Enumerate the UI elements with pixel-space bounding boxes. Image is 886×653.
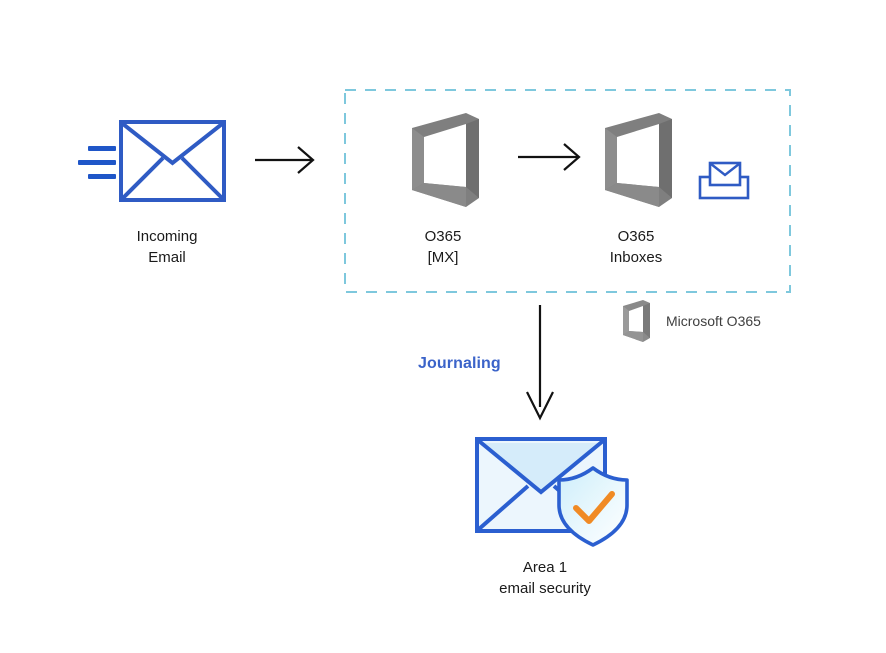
label-incoming-email: Incoming Email [136, 228, 198, 266]
legend-label-microsoft-o365: Microsoft O365 [666, 313, 761, 329]
label-o365-mx: O365 [MX] [424, 228, 462, 266]
label-area1-email-security: Area 1 email security [499, 559, 591, 597]
inbox-tray-icon [698, 161, 750, 200]
o365-boundary-group [344, 89, 791, 293]
arrow-inboxes-to-area1 [526, 305, 554, 421]
envelope-icon [119, 120, 226, 202]
shielded-envelope-icon [475, 437, 629, 547]
edge-label-journaling: Journaling [418, 355, 501, 372]
shield-check-icon [557, 466, 629, 547]
motion-lines-icon [78, 146, 116, 179]
office-365-icon [605, 113, 672, 207]
office-365-icon [623, 300, 650, 342]
arrow-mx-to-inboxes [518, 143, 581, 171]
office-365-icon [412, 113, 479, 207]
label-o365-inboxes: O365 Inboxes [609, 228, 663, 266]
arrow-incoming-to-mx [255, 146, 315, 174]
